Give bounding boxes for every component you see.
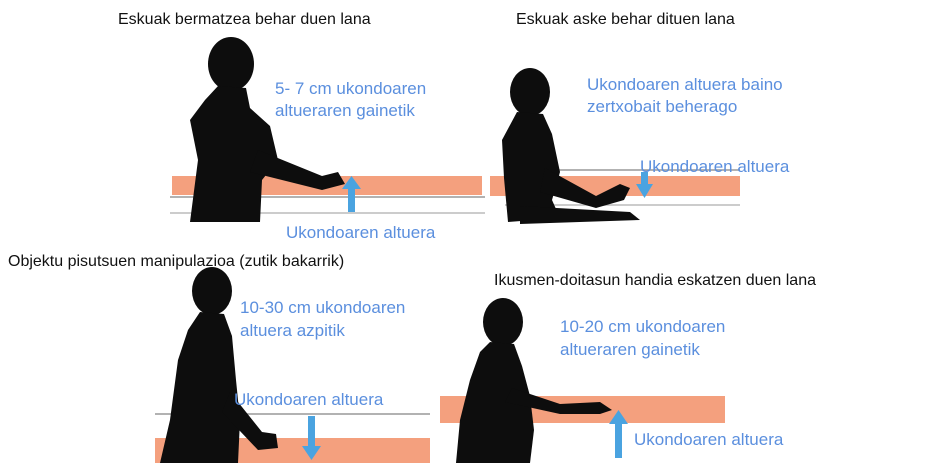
elbow-height-label: Ukondoaren altuera [640,156,789,178]
height-note-line1: 5- 7 cm ukondoaren [275,78,426,100]
elbow-height-label: Ukondoaren altuera [286,222,435,244]
panel-top-left-illustration [170,37,485,222]
panel-title: Objektu pisutsuen manipulazioa (zutik ba… [8,253,344,271]
height-note-line2: altuera azpitik [240,320,345,342]
height-note-line1: 10-20 cm ukondoaren [560,316,725,338]
elbow-height-label: Ukondoaren altuera [234,389,383,411]
height-note-line2: altueraren gainetik [275,100,415,122]
panel-title: Ikusmen-doitasun handia eskatzen duen la… [494,272,816,290]
height-note-line1: Ukondoaren altuera baino [587,74,783,96]
panel-title: Eskuak bermatzea behar duen lana [118,11,371,29]
panel-title: Eskuak aske behar dituen lana [516,11,735,29]
height-note-line1: 10-30 cm ukondoaren [240,297,405,319]
height-note-line2: zertxobait beherago [587,96,737,118]
height-note-line2: altueraren gainetik [560,339,700,361]
elbow-height-label: Ukondoaren altuera [634,429,783,451]
